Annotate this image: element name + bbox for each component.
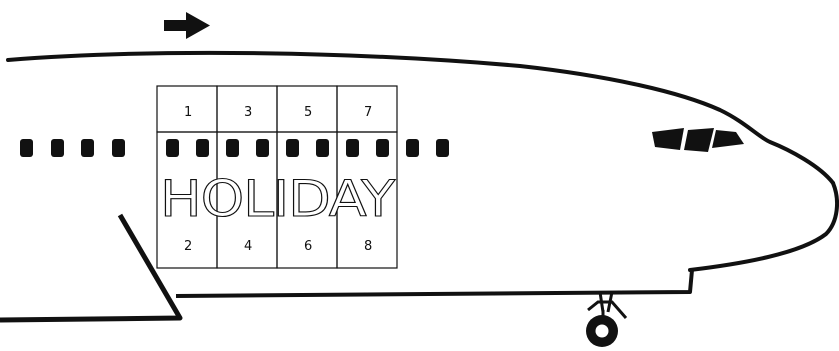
panel-number: 8 bbox=[364, 239, 372, 254]
cockpit-windows bbox=[652, 128, 744, 152]
panel-number: 1 bbox=[184, 105, 192, 120]
nose-landing-gear bbox=[586, 291, 628, 347]
panel-number: 2 bbox=[184, 239, 192, 254]
panel-number: 7 bbox=[364, 105, 372, 120]
panel-number: 5 bbox=[304, 105, 312, 120]
livery-panels: 1 3 5 7 2 4 6 8 bbox=[156, 85, 398, 269]
wing-outline bbox=[0, 213, 183, 323]
landing-gear-wheel-icon bbox=[586, 315, 618, 347]
passenger-windows bbox=[20, 139, 449, 157]
fuselage-top-outline bbox=[6, 50, 835, 185]
right-arrow-icon bbox=[164, 12, 210, 39]
panel-number: 3 bbox=[244, 105, 252, 120]
fuselage-belly-outline bbox=[175, 269, 694, 298]
panel-4-bottom bbox=[336, 131, 398, 269]
fuselage-nose-outline bbox=[688, 181, 839, 272]
livery-text: HOLIDAY bbox=[160, 170, 396, 228]
panel-number: 4 bbox=[244, 239, 252, 254]
panel-number: 6 bbox=[304, 239, 312, 254]
